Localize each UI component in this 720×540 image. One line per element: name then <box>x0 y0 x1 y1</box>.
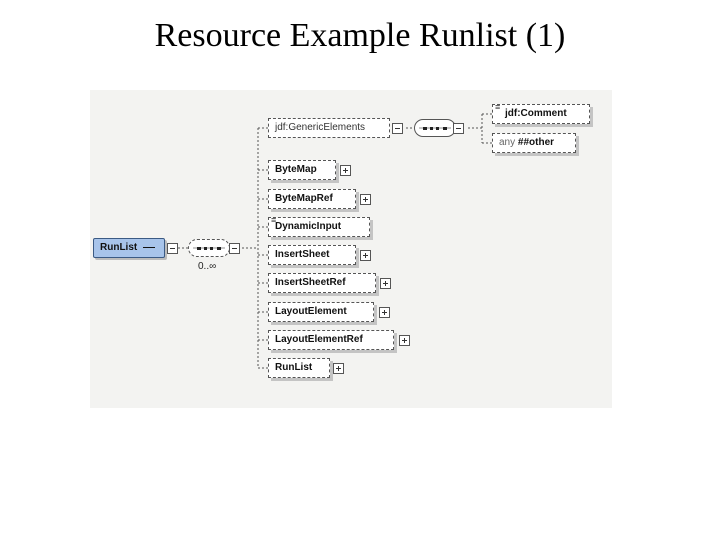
root-collapse-toggle[interactable] <box>167 243 178 254</box>
layoutelementref-expand-toggle[interactable] <box>399 335 410 346</box>
root-sequence-collapse-toggle[interactable] <box>229 243 240 254</box>
any-prefix: any <box>499 137 516 148</box>
group-generic-elements-label: jdf:GenericElements <box>275 122 366 133</box>
element-bytemap[interactable]: ByteMap <box>268 160 336 180</box>
slide-title: Resource Example Runlist (1) <box>154 17 566 54</box>
root-sequence-compositor[interactable] <box>188 239 230 257</box>
element-insertsheet-label: InsertSheet <box>275 249 330 260</box>
element-bytemapref-label: ByteMapRef <box>275 193 333 204</box>
connector-lines <box>178 113 492 369</box>
runlist-child-expand-toggle[interactable] <box>333 363 344 374</box>
root-underline <box>143 246 155 248</box>
group-collapse-toggle[interactable] <box>392 123 403 134</box>
bytemap-expand-toggle[interactable] <box>340 165 351 176</box>
element-bytemapref[interactable]: ByteMapRef <box>268 189 356 209</box>
element-jdf-comment-label: jdf:Comment <box>505 108 567 119</box>
element-runlist-child-label: RunList <box>275 362 313 373</box>
element-layoutelementref-label: LayoutElementRef <box>275 334 363 345</box>
root-sequence-cardinality: 0..∞ <box>198 261 217 272</box>
bytemapref-expand-toggle[interactable] <box>360 194 371 205</box>
element-jdf-comment[interactable]: ≡ jdf:Comment <box>492 102 590 124</box>
group-sequence-dots <box>423 127 447 130</box>
element-bytemap-label: ByteMap <box>275 164 317 175</box>
element-layoutelement[interactable]: LayoutElement <box>268 302 374 322</box>
element-runlist-child[interactable]: RunList <box>268 358 330 378</box>
layoutelement-expand-toggle[interactable] <box>379 307 390 318</box>
root-element-runlist[interactable]: RunList <box>93 238 165 258</box>
element-dynamicinput-label: DynamicInput <box>275 221 342 232</box>
insertsheet-expand-toggle[interactable] <box>360 250 371 261</box>
element-layoutelementref[interactable]: LayoutElementRef <box>268 330 394 350</box>
any-other-label: ##other <box>517 137 555 148</box>
element-insertsheetref-label: InsertSheetRef <box>275 277 346 288</box>
any-other-wildcard[interactable]: any ##other <box>492 133 576 153</box>
schema-diagram: RunList 0..∞ jdf:GenericElements ≡ jdf:C… <box>90 90 612 408</box>
attributes-mark-icon: ≡ <box>271 215 277 225</box>
element-layoutelement-label: LayoutElement <box>275 306 347 317</box>
group-generic-elements[interactable]: jdf:GenericElements <box>268 118 390 138</box>
group-sequence-collapse-toggle[interactable] <box>453 123 464 134</box>
sequence-dots <box>197 247 221 250</box>
element-insertsheet[interactable]: InsertSheet <box>268 245 356 265</box>
insertsheetref-expand-toggle[interactable] <box>380 278 391 289</box>
element-insertsheetref[interactable]: InsertSheetRef <box>268 273 376 293</box>
element-dynamicinput[interactable]: ≡ DynamicInput <box>268 215 370 237</box>
attributes-mark-icon: ≡ <box>495 102 501 112</box>
root-element-label: RunList <box>100 242 138 253</box>
group-sequence-compositor[interactable] <box>414 119 456 137</box>
